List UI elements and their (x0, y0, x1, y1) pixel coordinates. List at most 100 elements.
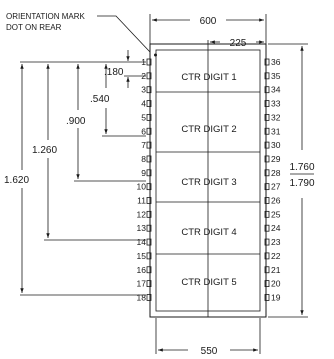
dim-pitch-1260: 1.260 (32, 64, 57, 238)
digit-label: CTR DIGIT 1 (181, 72, 236, 83)
annotation-line-1: ORIENTATION MARK (6, 12, 85, 21)
pin-pad-right (264, 266, 270, 274)
pin-number-right: 30 (271, 140, 281, 150)
pin-pad-right (264, 72, 270, 80)
pin-pad-right (264, 238, 270, 246)
digit-labels: CTR DIGIT 1 CTR DIGIT 2 CTR DIGIT 3 CTR … (181, 72, 236, 288)
pin-pad-left (146, 58, 152, 66)
pin-pad-left (146, 114, 152, 121)
pin-pad-left (146, 238, 152, 246)
dim-pitch-900-value: .900 (66, 116, 86, 127)
pin-number-left: 11 (137, 196, 146, 206)
pin-pad-right (264, 58, 270, 66)
dim-width-bottom-value: 550 (201, 346, 218, 357)
pin-pad-left (146, 72, 152, 80)
dim-pitch-1620: 1.620 (4, 64, 29, 293)
pin-pad-left (146, 294, 152, 301)
pin-number-right: 32 (271, 112, 281, 122)
pin-pad-left (146, 197, 152, 204)
digit-label: CTR DIGIT 5 (181, 277, 236, 288)
pin-pad-left (146, 155, 152, 163)
dim-pitch-540-value: .540 (90, 94, 110, 105)
pin-number-right: 35 (271, 71, 281, 81)
pin-pad-left (146, 280, 152, 288)
pin-pad-right (264, 155, 270, 163)
pin-number-right: 29 (271, 154, 281, 164)
dim-extension-lines (20, 61, 146, 296)
pin-number-right: 19 (271, 292, 281, 302)
dim-height: 1.760 1.790 (268, 43, 315, 318)
dim-offset-center: 225 (210, 38, 264, 49)
pin-number-left: 9 (141, 168, 146, 178)
pin-pad-left (146, 100, 152, 107)
pin-number-right: 25 (271, 209, 281, 219)
pin-pad-right (264, 183, 270, 191)
pin-pad-right (264, 141, 270, 149)
pin-number-right: 33 (271, 99, 281, 109)
dim-pitch-180-value: .180 (104, 67, 124, 78)
pin-pad-right (264, 280, 270, 288)
pin-number-left: 6 (141, 126, 146, 136)
pin-number-right: 27 (271, 182, 281, 192)
pin-pad-right (264, 100, 270, 107)
dim-width-bottom: 550 (155, 318, 261, 357)
pin-pad-left (146, 252, 152, 260)
pin-pad-right (264, 197, 270, 204)
digit-label: CTR DIGIT 3 (181, 177, 236, 188)
pin-number-right: 20 (271, 279, 281, 289)
pin-number-right: 36 (271, 57, 281, 67)
annotation-leader (97, 15, 151, 53)
pin-pad-left (146, 169, 152, 177)
pin-number-right: 28 (271, 168, 281, 178)
digit-separators (156, 91, 260, 255)
pin-number-left: 12 (137, 209, 147, 219)
pin-pad-left (146, 224, 152, 232)
pin-number-left: 13 (137, 223, 147, 233)
pin-pad-right (264, 114, 270, 121)
dim-pitch-900: .900 (66, 64, 86, 179)
dim-offset-center-value: 225 (230, 38, 247, 49)
dim-width-top-value: 600 (200, 16, 217, 27)
pin-pad-left (146, 183, 152, 191)
pin-number-left: 3 (141, 85, 146, 95)
dim-pitch-1620-value: 1.620 (4, 175, 29, 186)
pin-pad-left (146, 141, 152, 149)
pin-pad-left (146, 210, 152, 218)
pin-number-right: 23 (271, 237, 281, 247)
pin-pad-right (264, 86, 270, 94)
pin-number-left: 7 (141, 140, 146, 150)
pin-number-right: 21 (271, 265, 281, 275)
digit-label: CTR DIGIT 2 (181, 124, 236, 135)
dim-pitch-540: .540 (90, 64, 110, 134)
pin-number-right: 24 (271, 223, 281, 233)
pin-pad-right (264, 224, 270, 232)
dim-pitch-180: .180 (104, 50, 130, 88)
pin-pad-right (264, 169, 270, 177)
pin-number-left: 10 (137, 182, 147, 192)
pins-right: 36 35 34 33 32 31 30 29 28 27 26 25 24 23 22 21 20 19 (264, 57, 281, 302)
orientation-dot (154, 53, 157, 57)
pin-pad-left (146, 127, 152, 135)
dim-pitch-1260-value: 1.260 (32, 145, 57, 156)
pin-number-right: 31 (271, 126, 281, 136)
pin-number-right: 22 (271, 251, 281, 261)
dim-height-min-value: 1.760 (289, 162, 314, 173)
pin-pad-right (264, 252, 270, 260)
pin-pad-left (146, 86, 152, 94)
pin-number-left: 16 (137, 265, 147, 275)
pin-pad-right (264, 210, 270, 218)
dim-width-top: 600 (149, 14, 267, 44)
pin-number-left: 5 (141, 112, 146, 122)
pin-number-left: 4 (141, 99, 146, 109)
pin-number-left: 18 (137, 292, 147, 302)
pin-number-right: 34 (271, 85, 281, 95)
digit-label: CTR DIGIT 4 (181, 227, 236, 238)
pin-number-right: 26 (271, 196, 281, 206)
pin-pad-left (146, 266, 152, 274)
pin-number-left: 8 (141, 154, 146, 164)
pin-number-left: 14 (137, 237, 147, 247)
pin-pad-right (264, 294, 270, 301)
pin-number-left: 15 (137, 251, 147, 261)
